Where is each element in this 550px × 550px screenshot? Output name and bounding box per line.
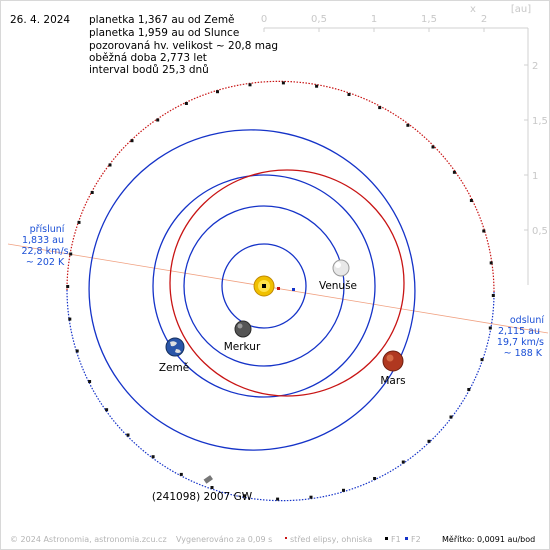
focus-f2-marker	[292, 288, 295, 291]
footer-legend-f1: F1	[391, 535, 401, 544]
asteroid-point	[66, 285, 70, 288]
ellipse-center-marker	[277, 287, 280, 290]
mercury-orbit	[221, 243, 307, 329]
perihelion-distance: 1,833 au	[22, 235, 64, 246]
asteroid-point	[151, 455, 155, 459]
asteroid-point	[491, 294, 495, 297]
legend-center-icon	[285, 537, 287, 539]
asteroid-point	[467, 388, 471, 391]
asteroid-point	[90, 191, 94, 194]
footer-generated: Vygenerováno za 0,09 s	[176, 535, 272, 544]
x-tick-label: 0,5	[311, 14, 327, 25]
aphelion-distance: 2,115 au	[498, 326, 540, 337]
asteroid-point	[75, 349, 79, 353]
asteroid-point	[108, 163, 112, 167]
info-line: planetka 1,367 au od Země	[89, 14, 235, 26]
asteroid-marker	[203, 475, 213, 484]
mars-label: Mars	[380, 375, 405, 387]
asteroid-point	[281, 81, 285, 85]
mars-planet	[382, 350, 404, 372]
earth-planet	[165, 337, 185, 357]
asteroid-point	[130, 139, 134, 143]
footer-legend-f2: F2	[411, 535, 421, 544]
footer-legend-center: střed elipsy, ohniska	[290, 535, 372, 544]
asteroid-point	[88, 380, 92, 383]
info-line: planetka 1,959 au od Slunce	[89, 27, 239, 39]
footer-copyright: © 2024 Astronomia, astronomia.zcu.cz	[10, 535, 167, 544]
asteroid-label: (241098) 2007 GW	[152, 491, 253, 503]
x-tick-label: 1	[371, 14, 377, 25]
asteroid-point	[347, 93, 351, 96]
venus-orbit	[183, 205, 345, 367]
asteroid-point	[482, 229, 486, 233]
asteroid-point	[210, 486, 214, 489]
asteroid-point	[77, 220, 81, 224]
asteroid-point	[489, 261, 493, 265]
date-label: 26. 4. 2024	[10, 14, 70, 26]
asteroid-point	[401, 460, 405, 464]
asteroid-point	[449, 415, 453, 419]
asteroid-point	[69, 252, 73, 256]
mars-orbit-near	[169, 169, 405, 397]
asteroid-point	[469, 199, 473, 202]
asteroid-point	[373, 477, 377, 480]
x-axis-label: x	[470, 4, 476, 15]
y-tick-label: 1	[532, 171, 538, 182]
info-line: pozorovaná hv. velikost ~ 20,8 mag	[89, 40, 278, 52]
asteroid-point	[452, 170, 456, 174]
perihelion-speed: 22,8 km/s	[21, 246, 68, 257]
asteroid-point	[309, 495, 313, 499]
legend-f1-icon	[385, 537, 388, 540]
aphelion-title: odsluní	[510, 315, 544, 326]
info-line: interval bodů 25,3 dnů	[89, 64, 209, 76]
y-tick-label: 0,5	[532, 226, 548, 237]
y-tick-label: 1,5	[532, 116, 548, 127]
asteroid-point	[105, 408, 109, 412]
earth-orbit	[152, 174, 376, 398]
asteroid-point	[242, 494, 246, 498]
x-tick-label: 2	[481, 14, 487, 25]
asteroid-point	[216, 90, 219, 94]
sun	[253, 275, 275, 297]
aphelion-speed: 19,7 km/s	[497, 337, 544, 348]
asteroid-point	[126, 433, 130, 437]
asteroid-orbit-above	[66, 80, 495, 293]
earth-label: Země	[159, 362, 189, 374]
x-tick-label: 0	[261, 14, 267, 25]
y-tick-label: 2	[532, 61, 538, 72]
perihelion-temp: ~ 202 K	[26, 257, 65, 268]
asteroid-point	[488, 326, 492, 330]
unit-label: [au]	[511, 4, 531, 15]
mercury-label: Merkur	[224, 341, 261, 353]
venus-planet	[332, 259, 350, 277]
footer-scale: Měřítko: 0,0091 au/bod	[442, 535, 535, 544]
asteroid-point	[427, 439, 431, 443]
asteroid-point	[179, 472, 183, 476]
venus-label: Venuše	[319, 280, 357, 292]
asteroid-point	[480, 358, 484, 362]
asteroid-point	[156, 118, 160, 122]
info-line: oběžná doba 2,773 let	[89, 52, 207, 64]
asteroid-point	[378, 106, 382, 110]
aphelion-temp: ~ 188 K	[504, 348, 543, 359]
asteroid-point	[431, 145, 435, 149]
asteroid-point	[315, 84, 319, 88]
asteroid-point	[276, 497, 280, 501]
mars-orbit-far	[88, 129, 416, 451]
asteroid-position-markers	[66, 81, 495, 501]
asteroid-point	[248, 83, 252, 87]
asteroid-point	[184, 102, 188, 105]
asteroid-point	[342, 488, 345, 492]
axes	[263, 27, 529, 285]
asteroid-orbit-below	[66, 289, 495, 502]
perihelion-title: přísluní	[30, 224, 65, 235]
asteroid-point	[406, 123, 410, 127]
mercury-planet	[234, 320, 252, 338]
legend-f2-icon	[405, 537, 408, 540]
asteroid-point	[68, 317, 72, 321]
x-tick-label: 1,5	[421, 14, 437, 25]
